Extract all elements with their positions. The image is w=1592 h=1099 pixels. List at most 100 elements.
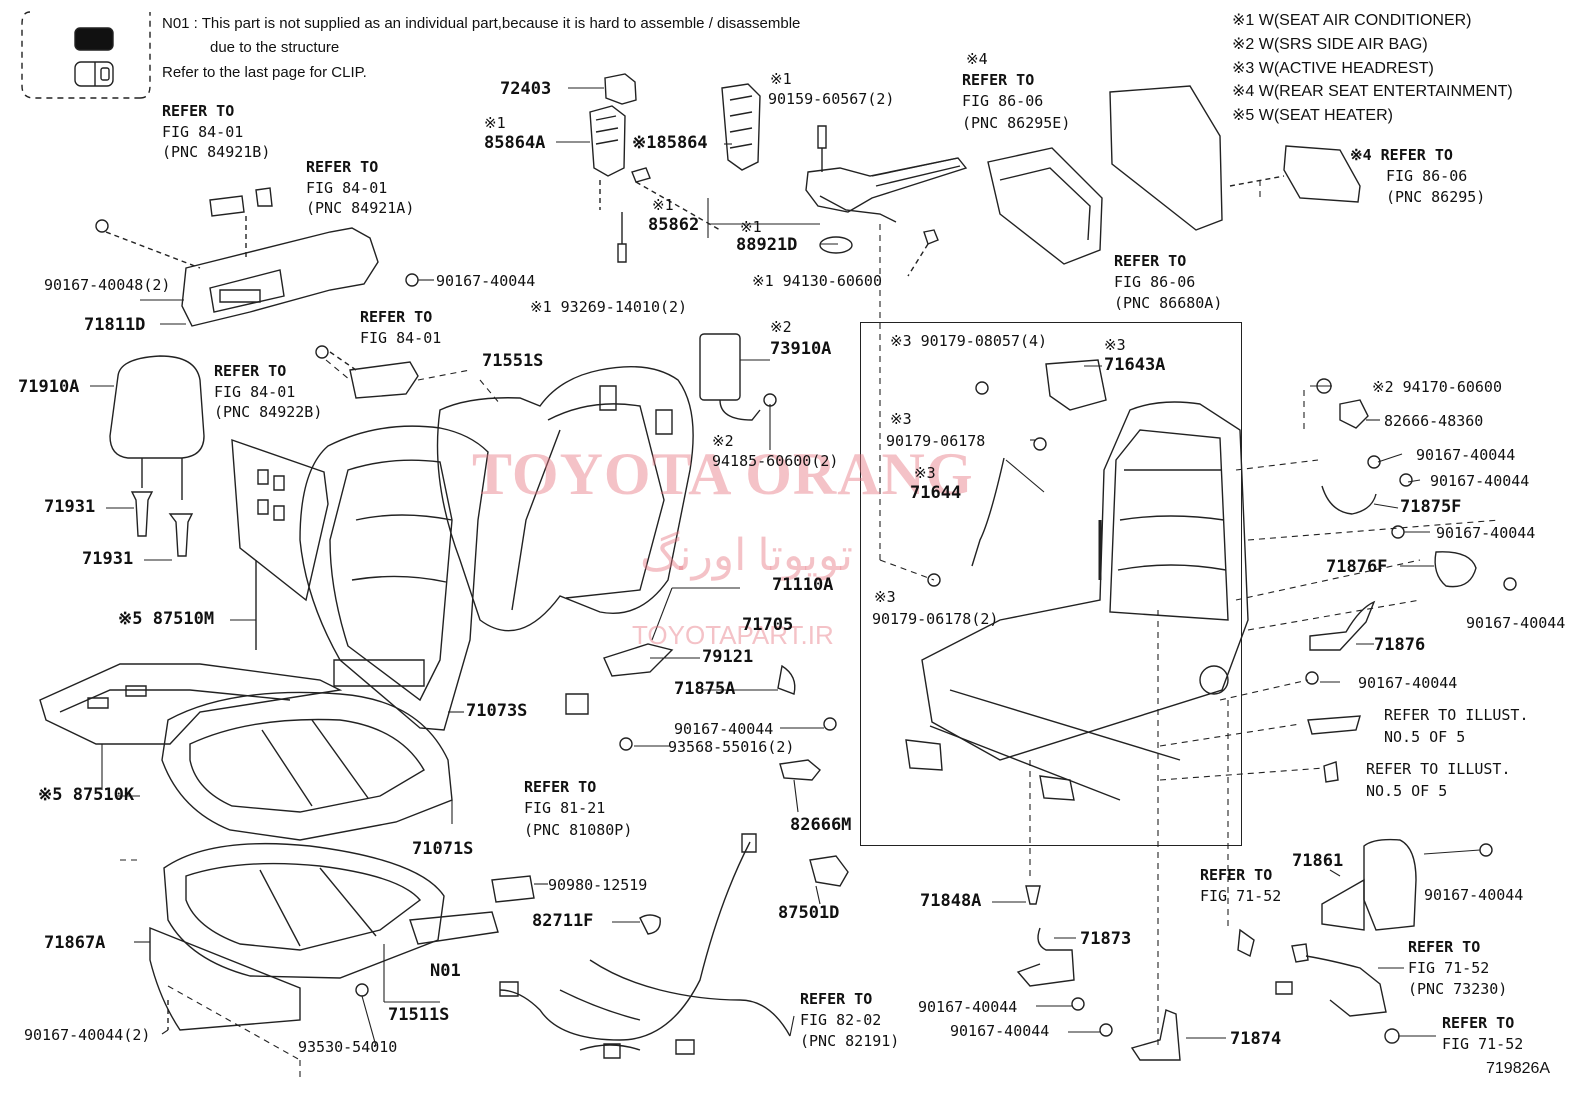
refer-81080P-2[interactable]: FIG 81-21: [524, 799, 606, 817]
label-72403[interactable]: 72403: [500, 79, 552, 99]
headrest-71910A: [110, 356, 204, 556]
label-71071S[interactable]: 71071S: [412, 839, 474, 859]
label-90167-40044-b[interactable]: 90167-40044: [674, 720, 774, 738]
label-93269-14010[interactable]: ※1 93269-14010(2): [530, 298, 688, 316]
label-71931-a[interactable]: 71931: [44, 497, 96, 517]
refer-84922B-2[interactable]: FIG 84-01: [214, 383, 296, 401]
label-90167-40044-i[interactable]: 90167-40044: [918, 998, 1018, 1016]
label-87501D[interactable]: 87501D: [778, 903, 840, 923]
refer-73230-3[interactable]: (PNC 73230): [1408, 980, 1508, 998]
label-90167-40048[interactable]: 90167-40048(2): [44, 276, 171, 294]
refer-81080P-1[interactable]: REFER TO: [524, 778, 597, 796]
refer-71-52-a-2[interactable]: FIG 71-52: [1200, 887, 1282, 905]
refer-illust-a-2[interactable]: NO.5 OF 5: [1384, 728, 1466, 746]
label-90159-60567[interactable]: 90159-60567(2): [768, 90, 895, 108]
label-71874[interactable]: 71874: [1230, 1029, 1282, 1049]
label-85862[interactable]: 85862: [648, 215, 700, 235]
refer-84922B-3[interactable]: (PNC 84922B): [214, 403, 323, 421]
label-73910A[interactable]: 73910A: [770, 339, 832, 359]
refer-84921B-1[interactable]: REFER TO: [162, 102, 235, 120]
duct-85862: [618, 126, 966, 276]
label-85864[interactable]: ※185864: [632, 133, 708, 153]
label-71643A[interactable]: 71643A: [1104, 355, 1166, 375]
label-93568-55016[interactable]: 93568-55016(2): [668, 738, 795, 756]
refer-86295E-2[interactable]: FIG 86-06: [962, 92, 1044, 110]
label-82711F[interactable]: 82711F: [532, 911, 594, 931]
label-90167-40044-k[interactable]: 90167-40044: [1424, 886, 1524, 904]
label-90179-06178[interactable]: 90179-06178: [886, 432, 986, 450]
label-71931-b[interactable]: 71931: [82, 549, 134, 569]
refer-84921B-2[interactable]: FIG 84-01: [162, 123, 244, 141]
label-71511S[interactable]: 71511S: [388, 1005, 450, 1025]
refer-71-52-a-1[interactable]: REFER TO: [1200, 866, 1273, 884]
label-90167-40044-h[interactable]: 90167-40044: [1358, 674, 1458, 692]
refer-84921A-1[interactable]: REFER TO: [306, 158, 379, 176]
label-71848A[interactable]: 71848A: [920, 891, 982, 911]
refer-86295-2[interactable]: FIG 86-06: [1386, 167, 1468, 185]
label-82666M[interactable]: 82666M: [790, 815, 852, 835]
refer-84921A-3[interactable]: (PNC 84921A): [306, 199, 415, 217]
refer-fig84-c-1[interactable]: REFER TO: [360, 308, 433, 326]
refer-fig84-c-2[interactable]: FIG 84-01: [360, 329, 442, 347]
label-90167-40044-d[interactable]: 90167-40044: [1416, 446, 1516, 464]
refer-73230-2[interactable]: FIG 71-52: [1408, 959, 1490, 977]
refer-84921A-2[interactable]: FIG 84-01: [306, 179, 388, 197]
label-82666-48360[interactable]: 82666-48360: [1384, 412, 1484, 430]
label-94170-60600[interactable]: ※2 94170-60600: [1372, 378, 1502, 396]
label-71861[interactable]: 71861: [1292, 851, 1344, 871]
label-71811D[interactable]: 71811D: [84, 315, 146, 335]
refer-82191-3[interactable]: (PNC 82191): [800, 1032, 900, 1050]
label-71875A[interactable]: 71875A: [674, 679, 736, 699]
refer-illust-b-1[interactable]: REFER TO ILLUST.: [1366, 760, 1511, 778]
refer-82191-2[interactable]: FIG 82-02: [800, 1011, 882, 1029]
label-94130-60600[interactable]: ※1 94130-60600: [752, 272, 882, 290]
refer-86680A-3[interactable]: (PNC 86680A): [1114, 294, 1223, 312]
label-71910A[interactable]: 71910A: [18, 377, 80, 397]
refer-86295E-1[interactable]: REFER TO: [962, 71, 1035, 89]
refer-86295-1[interactable]: ※4 REFER TO: [1350, 146, 1453, 164]
label-N01[interactable]: N01: [430, 961, 461, 981]
label-90167-40044-2[interactable]: 90167-40044(2): [24, 1026, 151, 1044]
label-71876F[interactable]: 71876F: [1326, 557, 1388, 577]
label-85864A[interactable]: 85864A: [484, 133, 546, 153]
refer-86295E-3[interactable]: (PNC 86295E): [962, 114, 1071, 132]
label-71110A[interactable]: 71110A: [772, 575, 834, 595]
label-94185-60600[interactable]: 94185-60600(2): [712, 452, 839, 470]
label-71875F[interactable]: 71875F: [1400, 497, 1462, 517]
refer-86295-3[interactable]: (PNC 86295): [1386, 188, 1486, 206]
refer-illust-a-1[interactable]: REFER TO ILLUST.: [1384, 706, 1529, 724]
label-90179-06178-2[interactable]: 90179-06178(2): [872, 610, 999, 628]
refer-73230-1[interactable]: REFER TO: [1408, 938, 1481, 956]
label-71876[interactable]: 71876: [1374, 635, 1426, 655]
refer-84921B-3[interactable]: (PNC 84921B): [162, 143, 271, 161]
label-71873[interactable]: 71873: [1080, 929, 1132, 949]
label-90167-40044-g[interactable]: 90167-40044: [1466, 614, 1566, 632]
legend-item-4: ※4 W(REAR SEAT ENTERTAINMENT): [1232, 83, 1513, 100]
refer-84922B-1[interactable]: REFER TO: [214, 362, 287, 380]
label-90167-40044-e[interactable]: 90167-40044: [1430, 472, 1530, 490]
label-71867A[interactable]: 71867A: [44, 933, 106, 953]
label-90167-40044-f[interactable]: 90167-40044: [1436, 524, 1536, 542]
label-87510K[interactable]: ※5 87510K: [38, 785, 135, 805]
refer-71-52-b-1[interactable]: REFER TO: [1442, 1014, 1515, 1032]
label-90167-40044-a[interactable]: 90167-40044: [436, 272, 536, 290]
refer-86680A-2[interactable]: FIG 86-06: [1114, 273, 1196, 291]
label-79121[interactable]: 79121: [702, 647, 754, 667]
label-90167-40044-j[interactable]: 90167-40044: [950, 1022, 1050, 1040]
label-71073S[interactable]: 71073S: [466, 701, 528, 721]
label-71705[interactable]: 71705: [742, 615, 794, 635]
refer-81080P-3[interactable]: (PNC 81080P): [524, 821, 633, 839]
refer-71-52-b-2[interactable]: FIG 71-52: [1442, 1035, 1524, 1053]
label-88921D[interactable]: 88921D: [736, 235, 798, 255]
refer-86680A-1[interactable]: REFER TO: [1114, 252, 1187, 270]
label-87510M[interactable]: ※5 87510M: [118, 609, 215, 629]
label-93530-54010[interactable]: 93530-54010: [298, 1038, 398, 1056]
label-90980-12519[interactable]: 90980-12519: [548, 876, 648, 894]
heater-mat-seat: [40, 664, 340, 744]
label-71644[interactable]: 71644: [910, 483, 962, 503]
clip-note: Refer to the last page for CLIP.: [162, 64, 367, 81]
label-90179-08057[interactable]: ※3 90179-08057(4): [890, 332, 1048, 350]
label-71551S[interactable]: 71551S: [482, 351, 544, 371]
refer-82191-1[interactable]: REFER TO: [800, 990, 873, 1008]
refer-illust-b-2[interactable]: NO.5 OF 5: [1366, 782, 1448, 800]
